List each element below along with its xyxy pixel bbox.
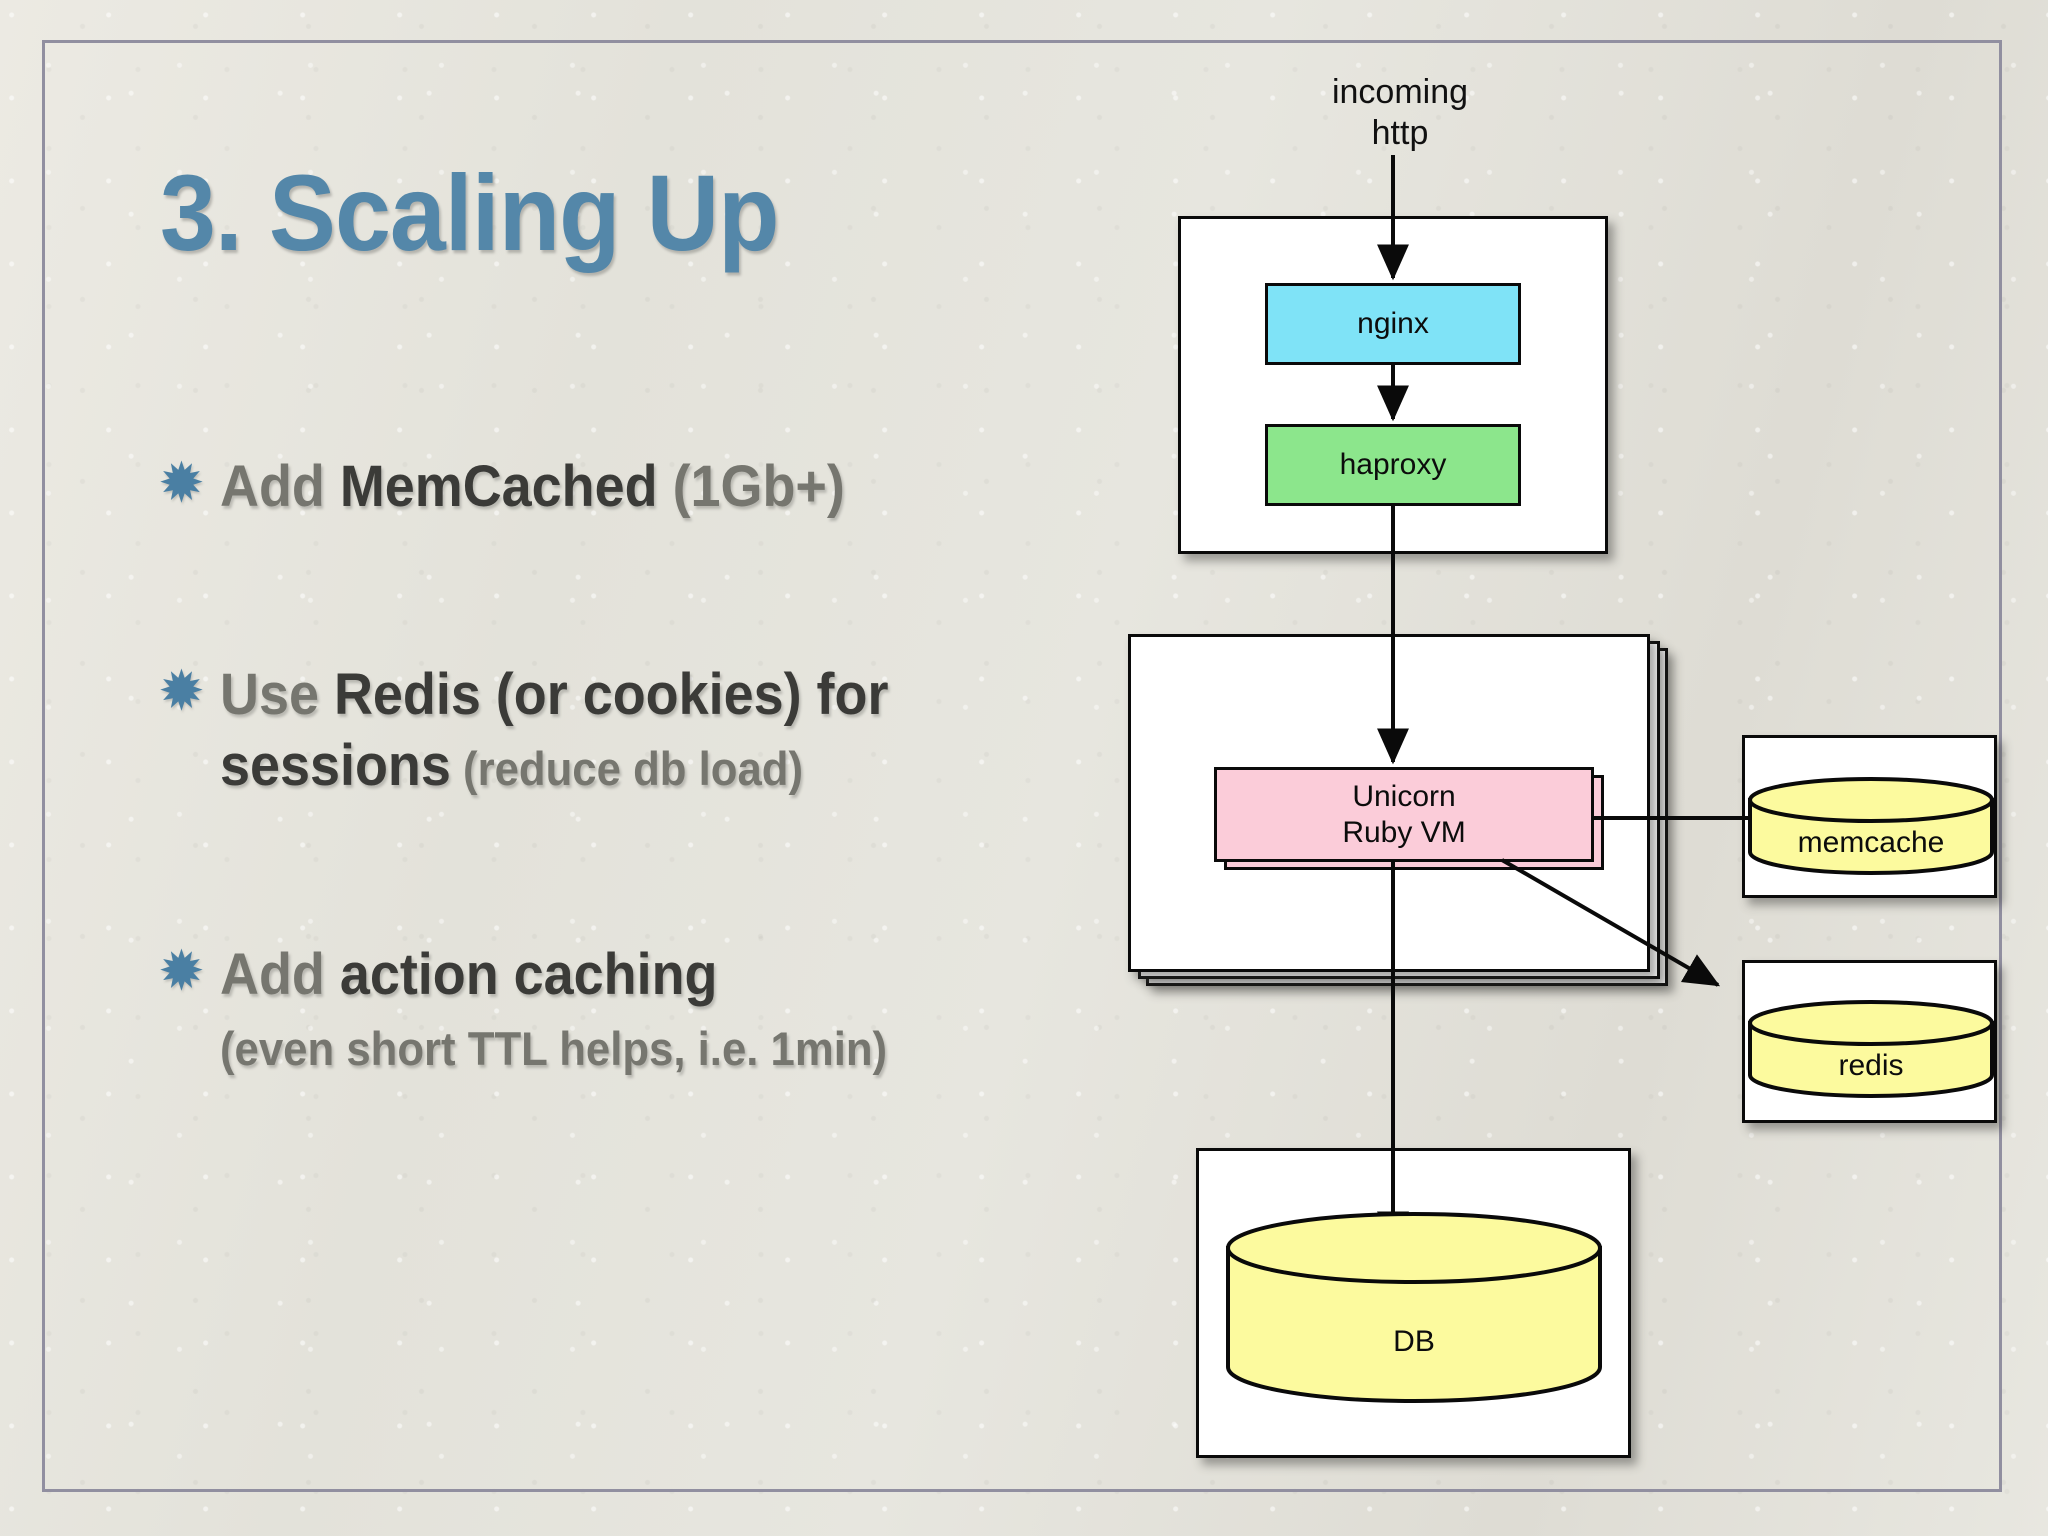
haproxy-node: haproxy — [1265, 424, 1521, 506]
bullet-2-lead: Use — [220, 662, 334, 727]
unicorn-label-line1: Unicorn — [1352, 780, 1456, 814]
bullet-asterisk-icon: ✹ — [158, 451, 205, 514]
bullet-item-2: ✹ Use Redis (or cookies) for sessions (r… — [158, 660, 1038, 802]
redis-panel — [1742, 960, 1997, 1123]
unicorn-node: Unicorn Ruby VM — [1214, 767, 1594, 862]
bullet-1-lead: Add — [220, 454, 340, 519]
memcache-label: memcache — [1797, 826, 1945, 859]
unicorn-label-line2: Ruby VM — [1342, 815, 1466, 849]
incoming-http-label: incoming http — [1290, 72, 1510, 155]
bullet-3-emphasis: action caching — [339, 942, 718, 1007]
incoming-http-line1: incoming — [1331, 73, 1469, 111]
nginx-node: nginx — [1265, 283, 1521, 365]
db-panel — [1196, 1148, 1631, 1458]
slide-frame-border — [42, 40, 2002, 1492]
nginx-label: nginx — [1357, 307, 1429, 341]
memcache-panel — [1742, 735, 1997, 898]
page-title: 3. Scaling Up — [160, 152, 780, 273]
bullet-asterisk-icon: ✹ — [158, 659, 205, 722]
bullet-item-1: ✹ Add MemCached (1Gb+) — [158, 452, 1038, 523]
bullet-item-2-text: Use Redis (or cookies) for sessions (red… — [220, 660, 981, 802]
bullet-item-3-text: Add action caching (even short TTL helps,… — [220, 940, 887, 1082]
bullet-1-tail: (1Gb+) — [657, 454, 845, 519]
bullet-1-emphasis: MemCached — [339, 454, 658, 519]
bullet-item-3: ✹ Add action caching (even short TTL help… — [158, 940, 1038, 1082]
bullet-3-lead: Add — [220, 942, 340, 1007]
bullet-3-note: (even short TTL helps, i.e. 1min) — [220, 1021, 888, 1075]
redis-label: redis — [1838, 1049, 1904, 1082]
haproxy-label: haproxy — [1339, 448, 1447, 482]
bullet-2-note: (reduce db load) — [450, 741, 804, 795]
bullet-item-1-text: Add MemCached (1Gb+) — [220, 452, 845, 523]
db-label: DB — [1393, 1325, 1435, 1358]
incoming-http-line2: http — [1371, 114, 1429, 153]
bullet-asterisk-icon: ✹ — [158, 939, 205, 1002]
bullet-2-emphasis: Redis (or cookies) for sessions — [220, 662, 889, 798]
